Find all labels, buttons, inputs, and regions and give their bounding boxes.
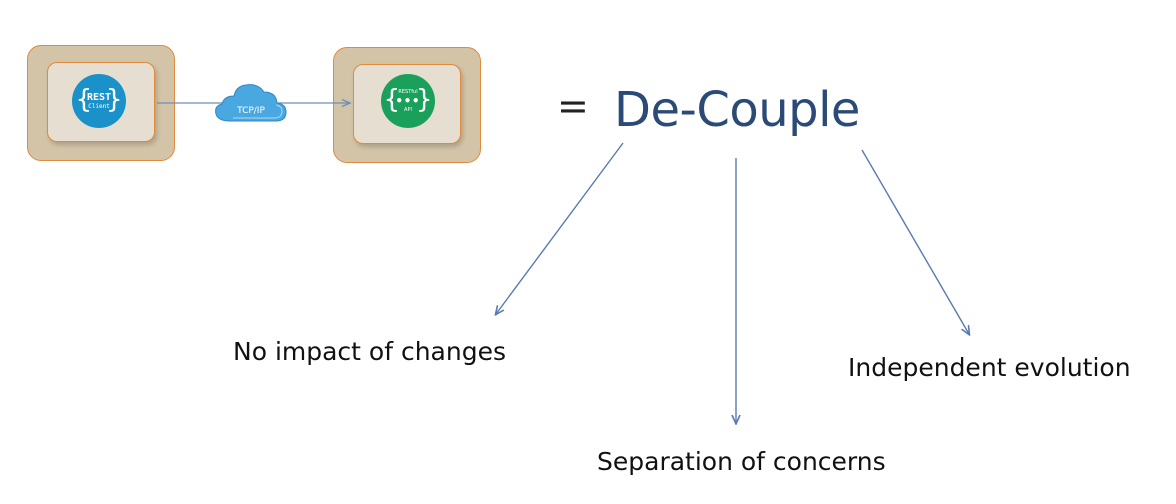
cloud-icon: TCP/IP — [215, 84, 287, 122]
rest-client-badge-main: REST — [86, 91, 112, 103]
equals-sign: = — [557, 84, 589, 128]
arrow-to-no-impact — [496, 142, 624, 314]
benefit-separation: Separation of concerns — [597, 447, 886, 476]
rest-client-badge-sub: Client — [88, 102, 110, 110]
right-brace-icon: } — [106, 84, 122, 115]
left-brace-icon: { — [384, 84, 400, 115]
connection-label: TCP/IP — [236, 106, 265, 116]
restful-api-badge-top: RESTful — [398, 89, 418, 95]
benefit-independent: Independent evolution — [848, 353, 1131, 382]
rest-client-icon: { REST Client } — [72, 74, 126, 128]
benefit-no-impact: No impact of changes — [233, 337, 506, 366]
restful-api-badge-bottom: API — [404, 107, 412, 113]
arrow-to-independent — [861, 149, 969, 334]
restful-api-icon: { RESTful ••• API } — [381, 74, 435, 128]
right-brace-icon: } — [416, 84, 432, 115]
left-brace-icon: { — [76, 84, 92, 115]
ellipsis-icon: ••• — [395, 94, 421, 108]
decouple-title: De-Couple — [614, 82, 860, 138]
